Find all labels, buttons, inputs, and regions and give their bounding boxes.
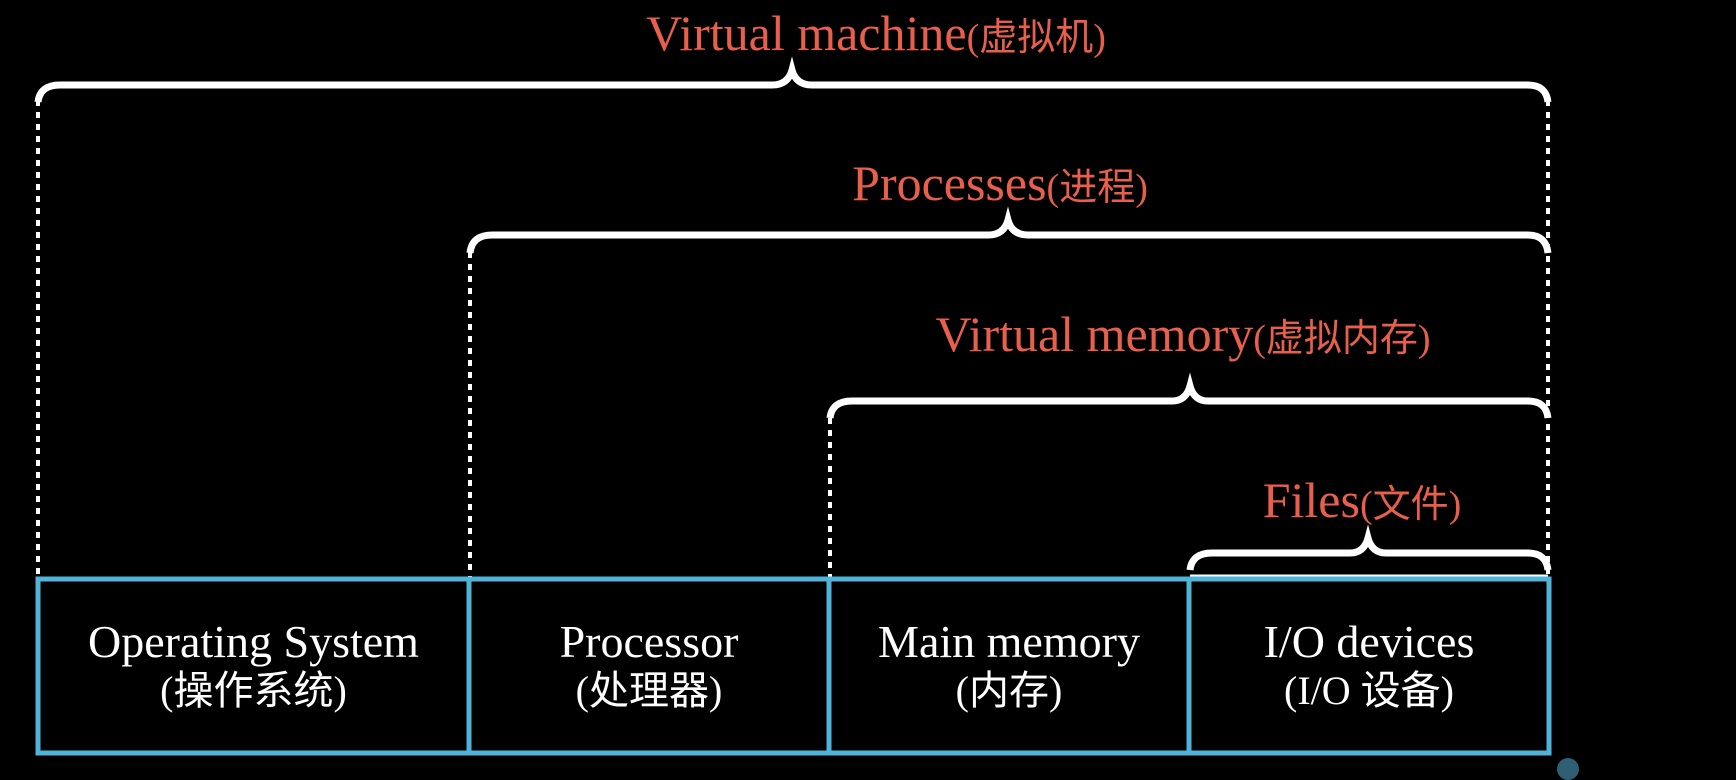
label-processes-cn: (进程) bbox=[1046, 167, 1148, 209]
component-processor: Processor (处理器) bbox=[469, 579, 829, 753]
label-virtual-machine-cn: (虚拟机) bbox=[966, 17, 1106, 59]
component-processor-cn: (处理器) bbox=[575, 668, 723, 714]
box-io-devices bbox=[1186, 576, 1552, 756]
brace-files bbox=[1186, 524, 1552, 571]
brace-virtual-machine bbox=[34, 56, 1552, 103]
component-io-devices-cn: (I/O 设备) bbox=[1284, 668, 1454, 714]
component-io-devices: I/O devices (I/O 设备) bbox=[1189, 579, 1549, 753]
label-processes-en: Processes bbox=[852, 155, 1047, 211]
brace-virtual-memory bbox=[826, 372, 1552, 419]
label-processes: Processes(进程) bbox=[852, 158, 1148, 208]
cursor-artifact bbox=[1557, 758, 1579, 780]
brace-processes bbox=[466, 206, 1552, 254]
label-virtual-memory-en: Virtual memory bbox=[935, 306, 1254, 362]
label-virtual-machine: Virtual machine(虚拟机) bbox=[646, 8, 1106, 58]
component-operating-system-cn: (操作系统) bbox=[160, 668, 347, 714]
label-virtual-memory: Virtual memory(虚拟内存) bbox=[935, 309, 1430, 359]
component-operating-system: Operating System (操作系统) bbox=[38, 579, 469, 753]
component-processor-en: Processor bbox=[559, 615, 739, 667]
component-main-memory: Main memory (内存) bbox=[829, 579, 1189, 753]
dotted-connectors bbox=[36, 100, 1550, 577]
label-virtual-machine-en: Virtual machine bbox=[646, 5, 967, 61]
label-files: Files(文件) bbox=[1263, 475, 1462, 525]
component-io-devices-en: I/O devices bbox=[1263, 615, 1475, 667]
label-virtual-memory-cn: (虚拟内存) bbox=[1253, 318, 1431, 360]
component-boxes bbox=[35, 576, 1552, 756]
label-files-cn: (文件) bbox=[1359, 484, 1462, 526]
component-main-memory-en: Main memory bbox=[878, 615, 1140, 667]
component-operating-system-en: Operating System bbox=[88, 615, 419, 667]
component-main-memory-cn: (内存) bbox=[955, 668, 1063, 714]
label-files-en: Files bbox=[1262, 472, 1360, 528]
